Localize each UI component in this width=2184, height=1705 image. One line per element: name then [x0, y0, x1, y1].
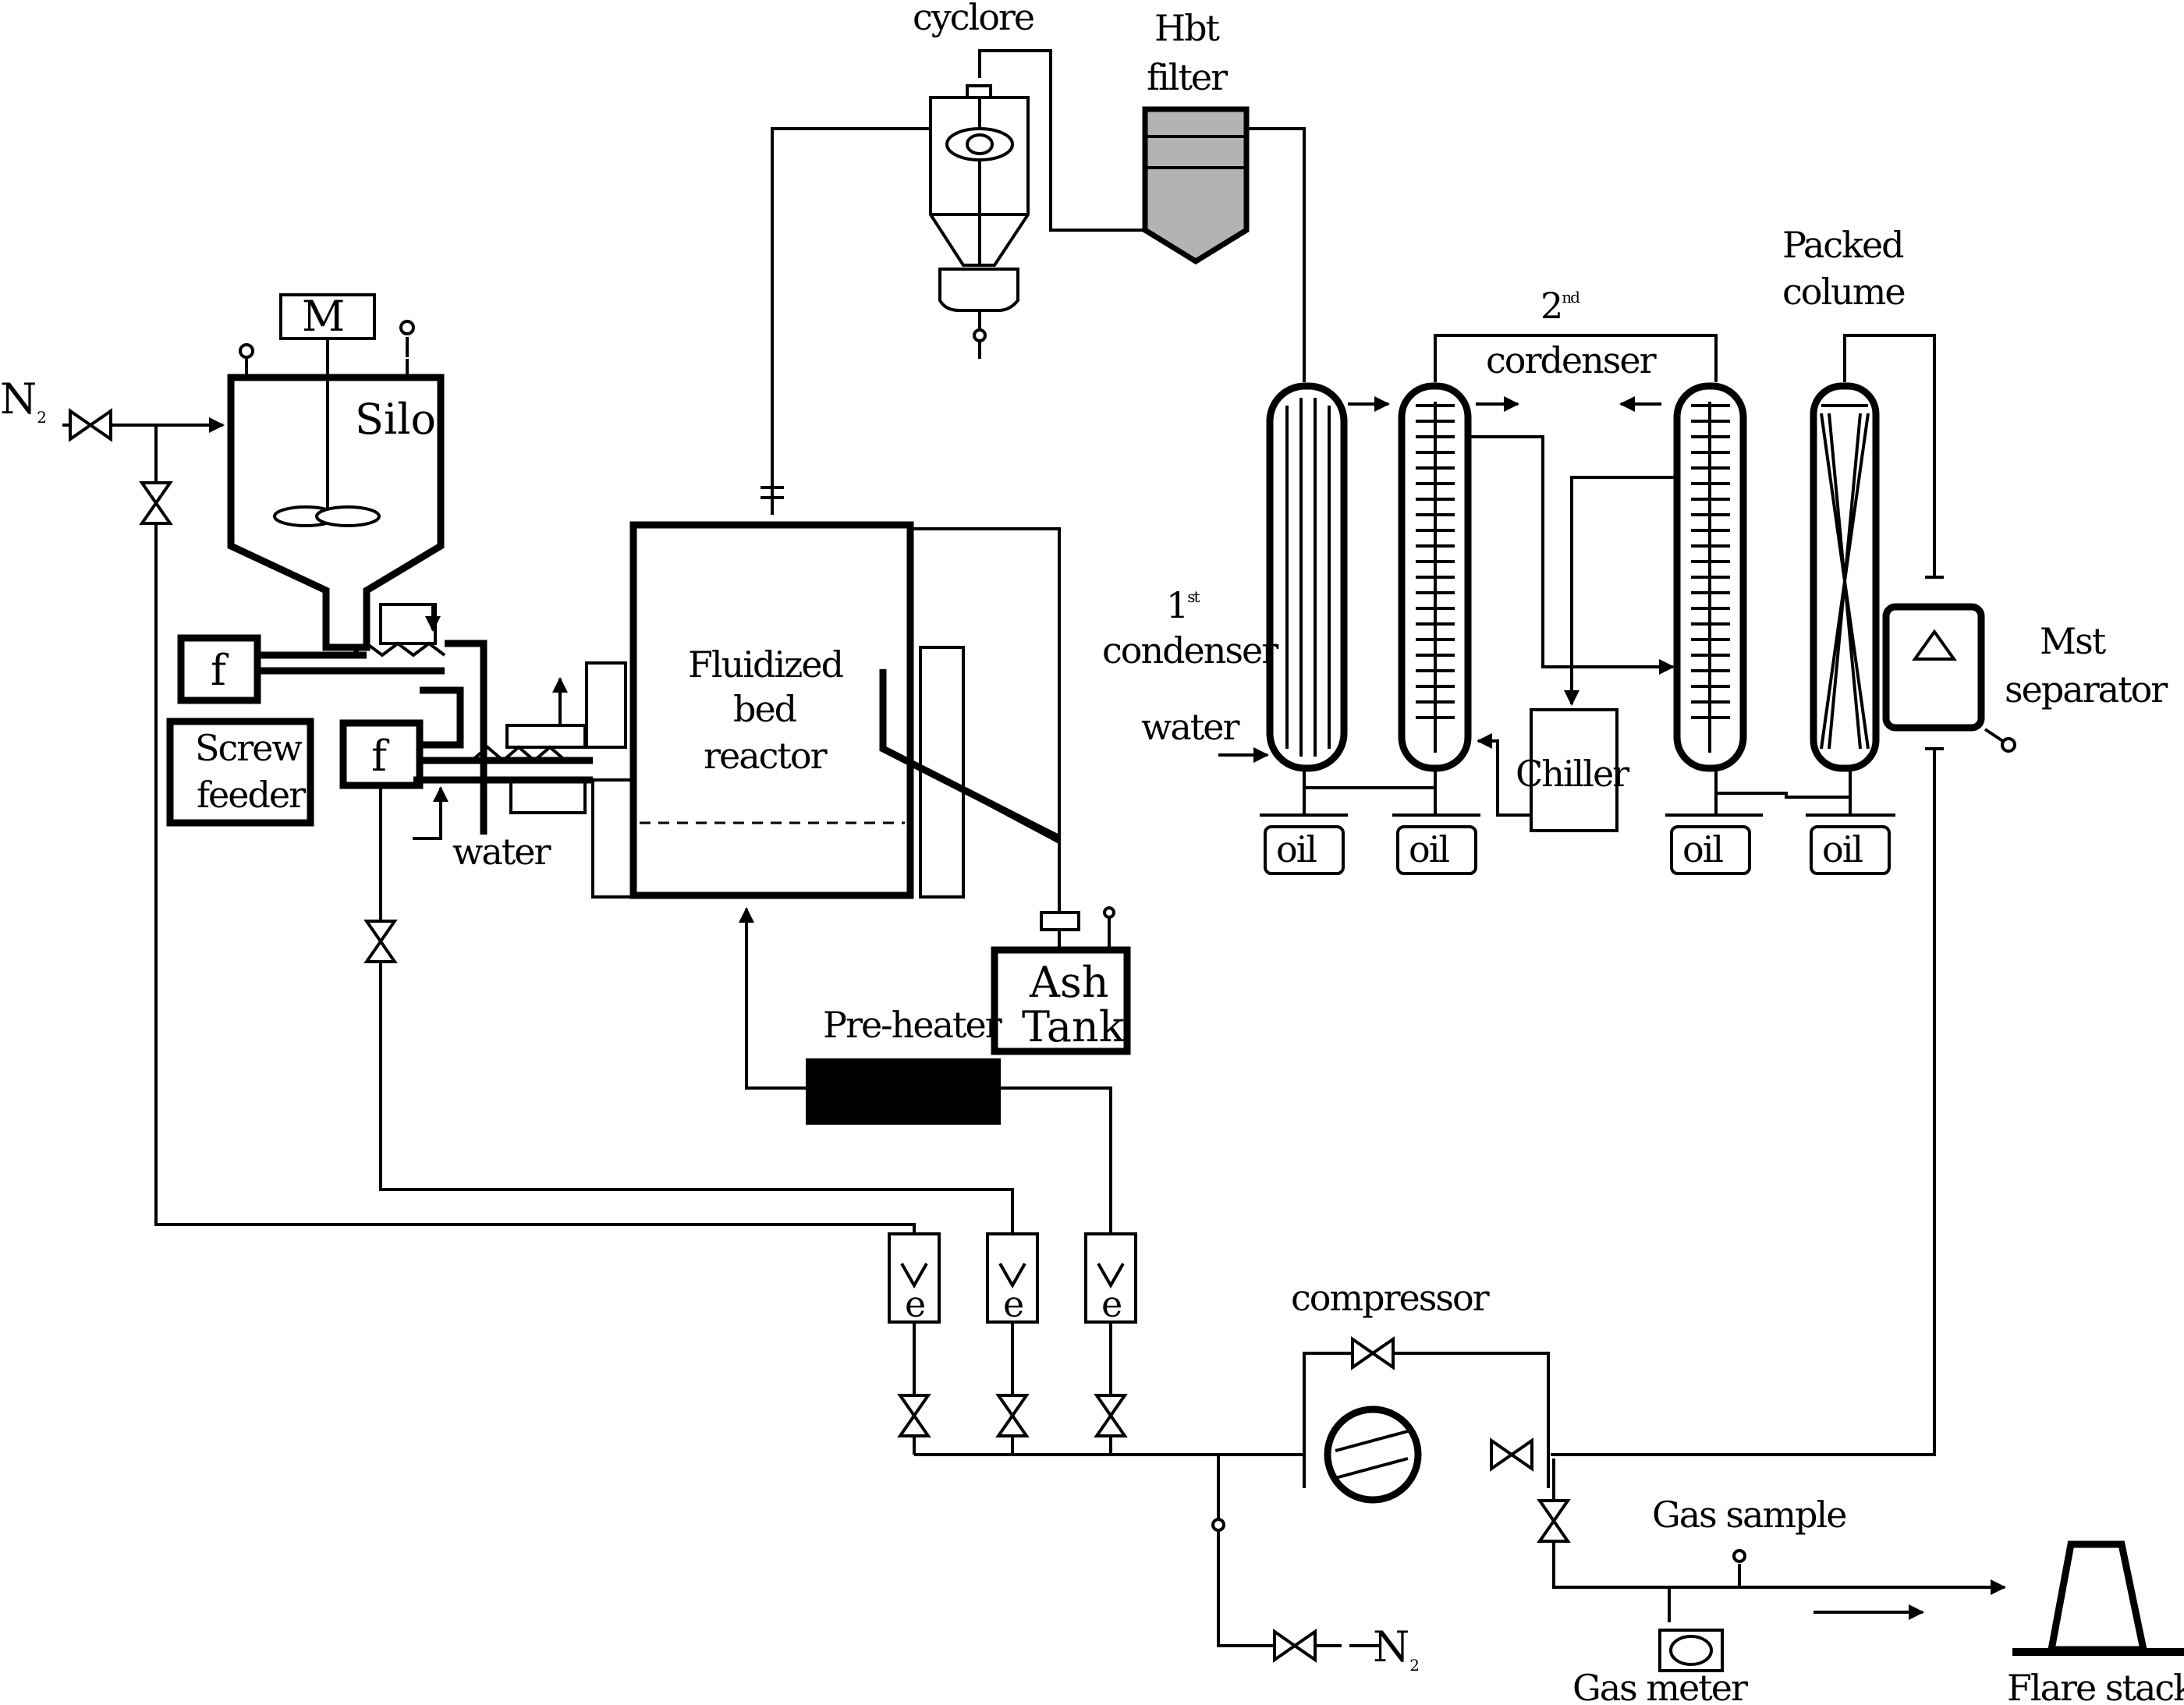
motor-label: M [302, 292, 345, 341]
gas-sample-label: Gas sample [1652, 1494, 1845, 1536]
flare-stack-label: Flare stack [2007, 1667, 2184, 1705]
silo: M Silo [227, 292, 445, 651]
piping [62, 49, 2006, 1647]
second-condenser-a [1398, 382, 1472, 772]
oil-receiver-2-label: oil [1409, 828, 1449, 870]
oil-receiver-3 [1670, 825, 1751, 875]
oil-receiver-1 [1264, 825, 1345, 875]
hot-filter: Hbt filter [1142, 7, 1250, 265]
screw-feeder: f f Screw feeder water [166, 603, 633, 899]
flowmeter-3-valve[interactable] [1095, 1394, 1126, 1437]
n2-purge-label: N2 [1373, 1622, 1420, 1675]
flowmeter-1-e: e [905, 1283, 924, 1325]
chiller-label: Chiller [1516, 753, 1629, 795]
silo-label: Silo [355, 395, 436, 444]
pre-heater-coil [806, 1058, 1001, 1125]
feeder-f2 [339, 719, 424, 789]
flowmeters: e e e [888, 1232, 1137, 1325]
feeder-gas-valve[interactable] [365, 920, 396, 963]
oil-receiver-4 [1810, 825, 1891, 875]
oil-receiver-4-label: oil [1822, 828, 1863, 870]
oil-receiver-3-label: oil [1682, 828, 1723, 870]
ash-tank-label-2: Tank [1022, 1002, 1126, 1051]
pre-heater-label: Pre-heater [823, 1004, 1002, 1046]
oil-receiver-2 [1396, 825, 1477, 875]
gas-meter-label: Gas meter [1572, 1667, 1748, 1705]
n2-inlet-label: N2 [0, 374, 47, 427]
flare-stack: Flare stack [2007, 1540, 2184, 1705]
mist-separator-label-2: separator [2005, 668, 2168, 711]
screw-feeder-label-2: feeder [197, 774, 306, 816]
n2-purge-valve[interactable] [1273, 1630, 1317, 1661]
flowmeter-2 [986, 1232, 1039, 1324]
second-condenser-label: cordenser [1486, 339, 1657, 381]
fluidized-bed-reactor: Fluidized bed reactor [629, 521, 1062, 899]
packed-column: Packed colume [1782, 224, 1906, 772]
compressor-outlet-valve[interactable] [1490, 1439, 1533, 1470]
silo-gas-valve[interactable] [140, 481, 172, 525]
n2-inlet-valve[interactable] [69, 409, 112, 441]
oil-receivers: oil oil oil oil [1260, 814, 1895, 875]
pre-heater: Pre-heater [806, 1004, 1004, 1125]
reactor-label-2: bed [733, 688, 797, 730]
cyclone: cyclore [913, 0, 1035, 359]
flowmeter-3-e: e [1101, 1283, 1121, 1325]
first-condenser: 1st condenser water [1102, 382, 1348, 772]
bypass-valve[interactable] [1351, 1338, 1395, 1369]
second-condenser-num: 2nd [1540, 285, 1580, 327]
chiller: Chiller [1516, 708, 1631, 832]
first-condenser-num: 1st [1166, 584, 1200, 626]
flowmeter-2-valve[interactable] [997, 1394, 1028, 1437]
second-condenser-b [1673, 382, 1747, 772]
flowmeter-2-e: e [1003, 1283, 1023, 1325]
hot-filter-label-2: filter [1147, 56, 1228, 98]
condenser-water-label: water [1141, 706, 1240, 748]
mist-separator-label-1: Mst [2040, 620, 2107, 662]
oil-receiver-1-label: oil [1276, 828, 1317, 870]
flowmeter-1 [888, 1232, 941, 1324]
reactor-label-3: reactor [704, 735, 828, 777]
ash-tank: Ash Tank [991, 906, 1131, 1055]
compressor: compressor [1291, 1277, 1491, 1504]
screw-feeder-box [166, 718, 314, 827]
first-condenser-label: condenser [1102, 629, 1278, 672]
packed-column-label-1: Packed [1782, 224, 1904, 266]
reactor-label-1: Fluidized [688, 643, 844, 686]
feeder-water-label: water [452, 831, 551, 873]
flowmeter-1-valve[interactable] [899, 1394, 930, 1437]
compressor-label: compressor [1291, 1277, 1490, 1319]
gas-meter: Gas meter [1572, 1629, 1750, 1705]
hot-filter-label-1: Hbt [1154, 7, 1221, 49]
ash-tank-label-1: Ash [1029, 958, 1109, 1007]
stirrer-blade [315, 505, 381, 527]
gas-sample-branch-valve[interactable] [1538, 1499, 1569, 1543]
cyclone-label: cyclore [913, 0, 1034, 38]
feeder-f1 [177, 634, 261, 704]
flowmeter-3 [1084, 1232, 1137, 1324]
screw-feeder-label-1: Screw [195, 727, 302, 769]
packed-column-label-2: colume [1782, 271, 1905, 313]
mist-separator: Mst separator [1882, 576, 2169, 753]
